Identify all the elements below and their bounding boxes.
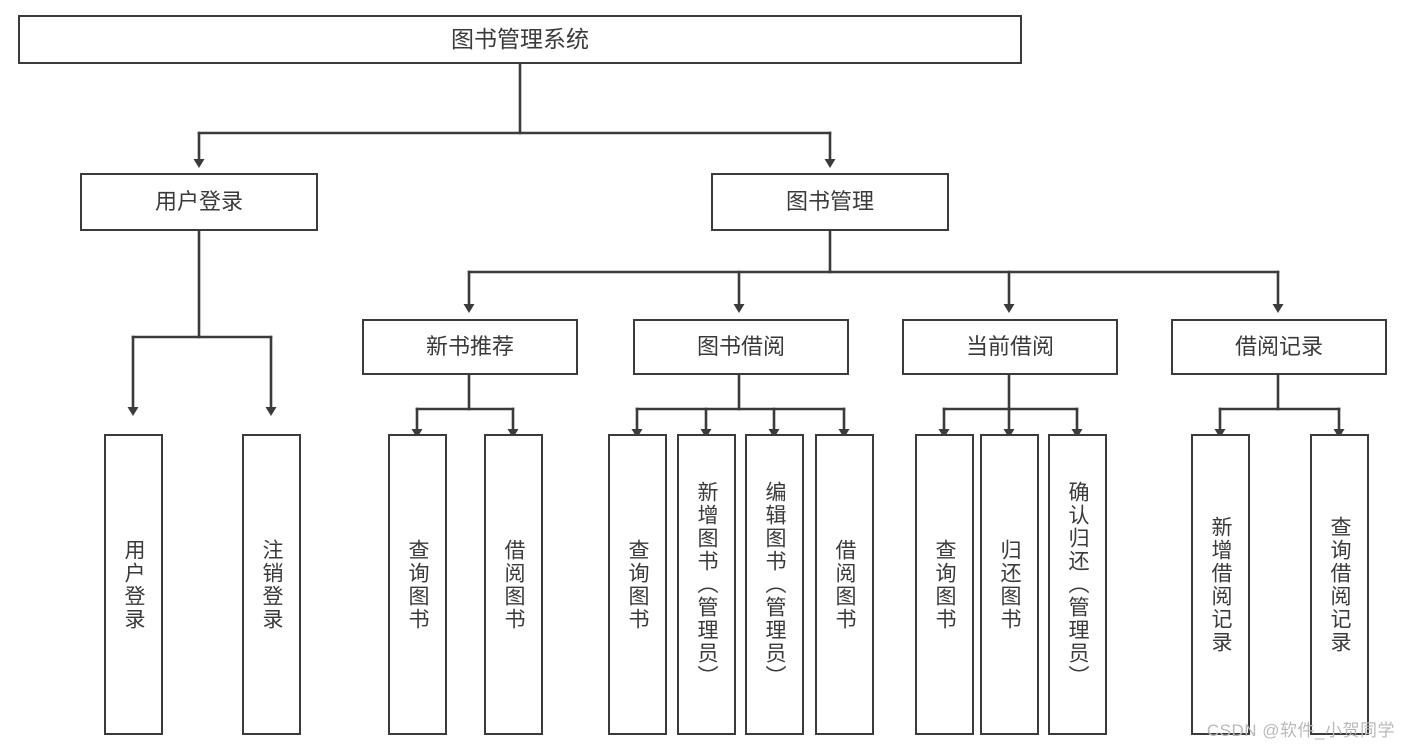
node-label: 新书推荐: [425, 334, 514, 360]
node-label: 借阅图书: [502, 538, 525, 631]
leaf-query-book-new[interactable]: 查询图书: [388, 434, 447, 735]
node-label: 查询借阅记录: [1328, 515, 1351, 654]
node-label: 注销登录: [260, 538, 283, 631]
node-label: 编辑图书（管理员）: [763, 481, 786, 688]
node-label: 查询图书: [406, 538, 429, 631]
node-current-borrow[interactable]: 当前借阅: [902, 319, 1118, 375]
node-label: 图书管理: [785, 189, 874, 215]
leaf-edit-book-admin[interactable]: 编辑图书（管理员）: [745, 434, 804, 735]
node-label: 借阅记录: [1234, 334, 1323, 360]
leaf-query-book-current[interactable]: 查询图书: [915, 434, 974, 735]
leaf-add-borrow-record[interactable]: 新增借阅记录: [1191, 434, 1250, 735]
leaf-borrow-book-new[interactable]: 借阅图书: [484, 434, 543, 735]
node-label: 用户登录: [122, 538, 145, 631]
leaf-user-login[interactable]: 用户登录: [104, 434, 163, 735]
leaf-query-borrow-record[interactable]: 查询借阅记录: [1310, 434, 1369, 735]
node-label: 查询图书: [626, 538, 649, 631]
node-label: 当前借阅: [965, 334, 1054, 360]
node-label: 查询图书: [933, 538, 956, 631]
leaf-borrow-book[interactable]: 借阅图书: [815, 434, 874, 735]
node-book-management[interactable]: 图书管理: [711, 173, 949, 231]
node-label: 新增借阅记录: [1209, 515, 1232, 654]
node-book-borrow[interactable]: 图书借阅: [633, 319, 849, 375]
node-label: 确认归还（管理员）: [1066, 481, 1089, 688]
leaf-return-book[interactable]: 归还图书: [980, 434, 1039, 735]
leaf-logout[interactable]: 注销登录: [242, 434, 301, 735]
node-label: 图书管理系统: [451, 25, 589, 52]
node-root-system[interactable]: 图书管理系统: [18, 15, 1022, 64]
node-borrow-record[interactable]: 借阅记录: [1171, 319, 1387, 375]
node-new-book-recommend[interactable]: 新书推荐: [362, 319, 578, 375]
node-user-login[interactable]: 用户登录: [80, 173, 318, 231]
node-label: 归还图书: [998, 538, 1021, 631]
node-label: 借阅图书: [833, 538, 856, 631]
leaf-add-book-admin[interactable]: 新增图书（管理员）: [677, 434, 736, 735]
leaf-confirm-return-admin[interactable]: 确认归还（管理员）: [1048, 434, 1107, 735]
leaf-query-book-borrow[interactable]: 查询图书: [608, 434, 667, 735]
node-label: 用户登录: [154, 189, 243, 215]
node-label: 图书借阅: [696, 334, 785, 360]
node-label: 新增图书（管理员）: [695, 481, 718, 688]
